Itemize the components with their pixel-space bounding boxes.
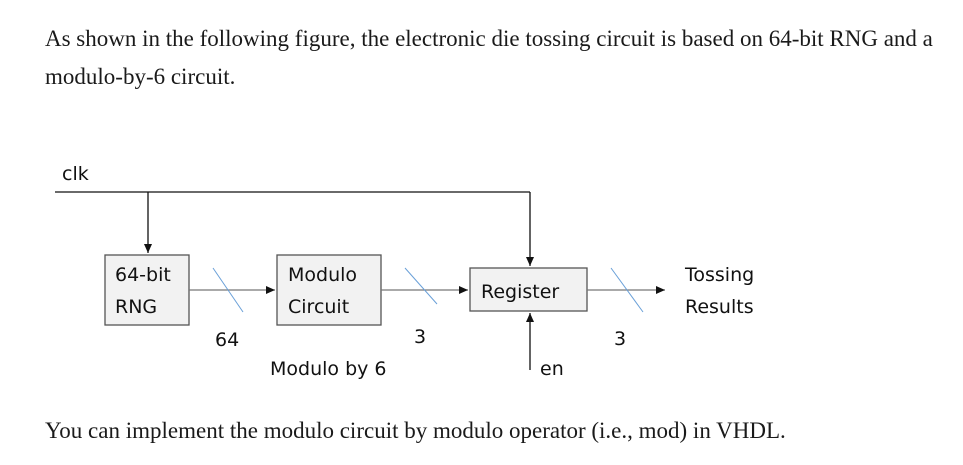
register-label: Register (481, 281, 559, 303)
rng-block-line1: 64-bit (115, 264, 171, 286)
bus-width-modulo-label: 3 (414, 326, 426, 348)
enable-label: en (540, 358, 564, 380)
modulo-block-line1: Modulo (288, 264, 357, 286)
modulo-block (276, 254, 382, 326)
modulo-caption: Modulo by 6 (270, 358, 387, 380)
bus-width-slash-rng (212, 267, 244, 313)
bus-width-slash-modulo (404, 267, 438, 305)
bus-width-rng-label: 64 (215, 329, 239, 351)
output-label-line2: Results (685, 296, 754, 318)
clk-label: clk (62, 163, 89, 185)
output-label-line1: Tossing (684, 264, 754, 286)
register-block (469, 267, 588, 312)
modulo-block-line2: Circuit (288, 296, 349, 318)
rng-block-line2: RNG (115, 296, 157, 318)
bus-width-output-label: 3 (614, 328, 626, 350)
intro-paragraph: As shown in the following figure, the el… (45, 26, 933, 89)
bus-width-slash-output (610, 267, 644, 313)
footer-paragraph: You can implement the modulo circuit by … (45, 418, 786, 443)
